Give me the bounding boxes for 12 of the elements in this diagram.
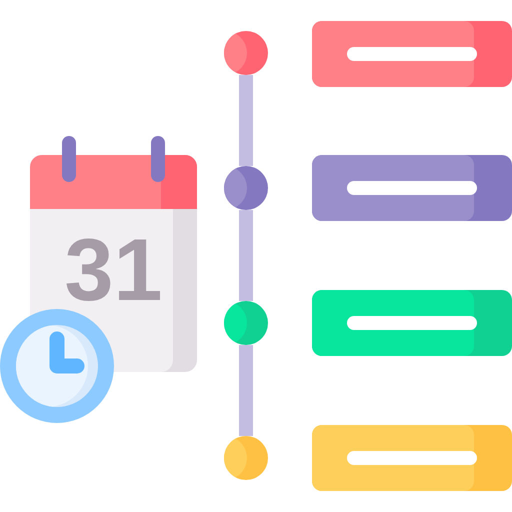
timeline-line: [239, 345, 253, 436]
timeline-bar: [312, 21, 512, 87]
timeline-line: [239, 210, 253, 301]
timeline-bar: [312, 155, 512, 221]
date-number: 31: [64, 232, 162, 308]
timeline-dot: [224, 31, 268, 75]
timeline-dot: [224, 166, 268, 210]
timeline-bar: [312, 425, 512, 491]
timeline-line: [239, 75, 253, 166]
timeline-dot: [224, 436, 268, 480]
timeline-dot: [224, 301, 268, 345]
timeline-bar: [312, 290, 512, 356]
